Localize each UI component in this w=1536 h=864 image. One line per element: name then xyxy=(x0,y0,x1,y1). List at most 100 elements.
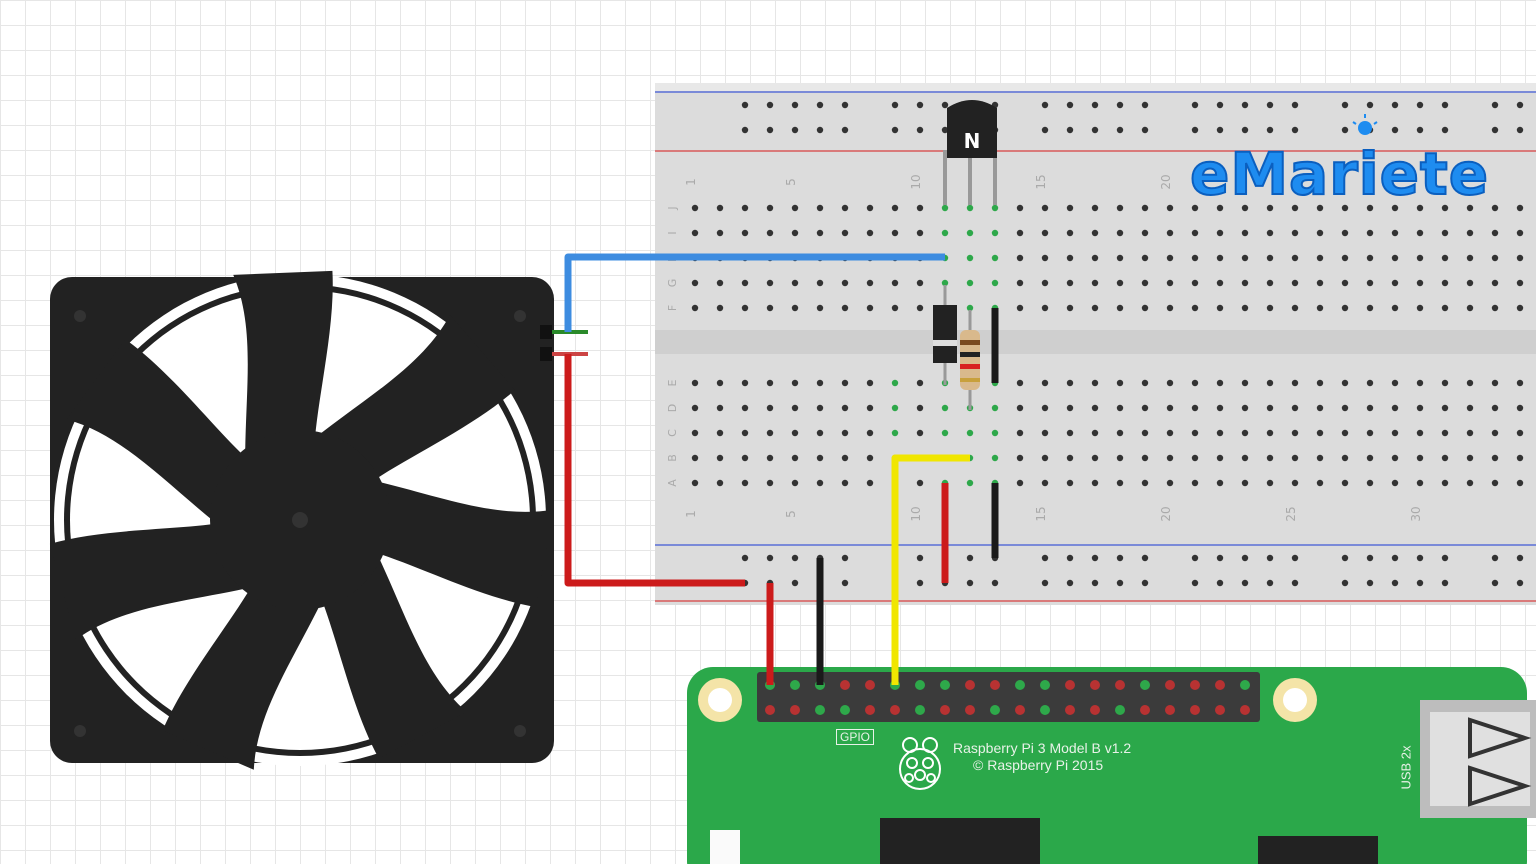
gpio-pin xyxy=(815,705,825,715)
breadboard-hole xyxy=(791,479,799,487)
breadboard-hole xyxy=(1216,279,1224,287)
rpi-model-label: Raspberry Pi 3 Model B v1.2 xyxy=(953,740,1132,756)
breadboard-hole xyxy=(691,304,699,312)
breadboard-hole xyxy=(741,204,749,212)
breadboard-hole xyxy=(1091,479,1099,487)
breadboard-hole xyxy=(716,404,724,412)
breadboard-hole xyxy=(716,429,724,437)
row-letter: A xyxy=(666,479,679,487)
breadboard-hole xyxy=(966,429,974,437)
breadboard-hole xyxy=(766,429,774,437)
breadboard-hole xyxy=(1091,304,1099,312)
breadboard-hole xyxy=(1016,379,1024,387)
breadboard-hole xyxy=(1016,229,1024,237)
rail-hole xyxy=(941,101,949,109)
breadboard-hole xyxy=(1441,429,1449,437)
breadboard-hole xyxy=(891,229,899,237)
breadboard-hole xyxy=(1366,204,1374,212)
breadboard-hole xyxy=(766,204,774,212)
breadboard-hole xyxy=(991,404,999,412)
breadboard-hole xyxy=(1041,479,1049,487)
rail-hole xyxy=(1516,579,1524,587)
rail-hole xyxy=(791,554,799,562)
breadboard-hole xyxy=(766,304,774,312)
breadboard-hole xyxy=(741,479,749,487)
breadboard-hole xyxy=(1341,204,1349,212)
raspberry-pi-board xyxy=(687,667,1536,864)
usb-label: USB 2x xyxy=(1398,745,1414,790)
rail-hole xyxy=(1091,101,1099,109)
gpio-pin xyxy=(790,680,800,690)
breadboard-hole xyxy=(1391,304,1399,312)
breadboard-hole xyxy=(1366,404,1374,412)
lightbulb-icon xyxy=(1352,114,1378,135)
rail-hole xyxy=(1266,579,1274,587)
breadboard-hole xyxy=(1166,429,1174,437)
breadboard-hole xyxy=(1141,279,1149,287)
breadboard-hole xyxy=(1141,304,1149,312)
breadboard-hole xyxy=(1416,254,1424,262)
breadboard-hole xyxy=(1241,304,1249,312)
breadboard-hole xyxy=(1241,454,1249,462)
breadboard-hole xyxy=(791,429,799,437)
breadboard-hole xyxy=(916,204,924,212)
breadboard-hole xyxy=(1341,404,1349,412)
breadboard-hole xyxy=(1066,479,1074,487)
column-number: 1 xyxy=(684,178,698,186)
rail-hole xyxy=(1041,579,1049,587)
breadboard-hole xyxy=(741,229,749,237)
rail-hole xyxy=(1366,554,1374,562)
breadboard-hole xyxy=(1041,304,1049,312)
column-number: 15 xyxy=(1034,174,1048,189)
breadboard-hole xyxy=(1141,229,1149,237)
breadboard-hole xyxy=(1491,404,1499,412)
breadboard-hole xyxy=(841,204,849,212)
gpio-pin xyxy=(765,705,775,715)
rail-hole xyxy=(791,579,799,587)
gpio-pin xyxy=(1190,705,1200,715)
breadboard-hole xyxy=(1466,254,1474,262)
breadboard-hole xyxy=(866,204,874,212)
rail-hole xyxy=(1341,579,1349,587)
gpio-pin xyxy=(1190,680,1200,690)
breadboard-hole xyxy=(1116,204,1124,212)
breadboard-hole xyxy=(1416,204,1424,212)
row-letter: D xyxy=(666,404,679,412)
breadboard-hole xyxy=(841,479,849,487)
rail-hole xyxy=(766,554,774,562)
breadboard-hole xyxy=(1391,379,1399,387)
breadboard-hole xyxy=(916,404,924,412)
rail-hole xyxy=(916,554,924,562)
rail-hole xyxy=(941,126,949,134)
wire-blue xyxy=(564,253,945,332)
breadboard-hole xyxy=(1066,254,1074,262)
breadboard-hole xyxy=(1416,479,1424,487)
breadboard-hole xyxy=(991,279,999,287)
breadboard-hole xyxy=(841,429,849,437)
breadboard-hole xyxy=(766,404,774,412)
breadboard-hole xyxy=(1391,229,1399,237)
breadboard-hole xyxy=(966,204,974,212)
breadboard-hole xyxy=(816,229,824,237)
fan-blade xyxy=(162,573,331,770)
breadboard-hole xyxy=(1266,479,1274,487)
breadboard-hole xyxy=(1066,204,1074,212)
row-letter: J xyxy=(666,206,679,210)
breadboard-hole xyxy=(1391,454,1399,462)
breadboard-hole xyxy=(1016,429,1024,437)
breadboard-hole xyxy=(1091,379,1099,387)
breadboard-hole xyxy=(966,479,974,487)
breadboard-hole xyxy=(1166,204,1174,212)
breadboard-hole xyxy=(1241,479,1249,487)
breadboard-hole xyxy=(1216,204,1224,212)
breadboard-hole xyxy=(1441,404,1449,412)
breadboard-hole xyxy=(1341,304,1349,312)
breadboard-hole xyxy=(941,229,949,237)
rail-hole xyxy=(1441,101,1449,109)
rail-hole xyxy=(1066,101,1074,109)
rail-hole xyxy=(991,579,999,587)
rail-hole xyxy=(1291,579,1299,587)
breadboard-hole xyxy=(891,404,899,412)
breadboard-hole xyxy=(1191,454,1199,462)
breadboard-hole xyxy=(1016,254,1024,262)
